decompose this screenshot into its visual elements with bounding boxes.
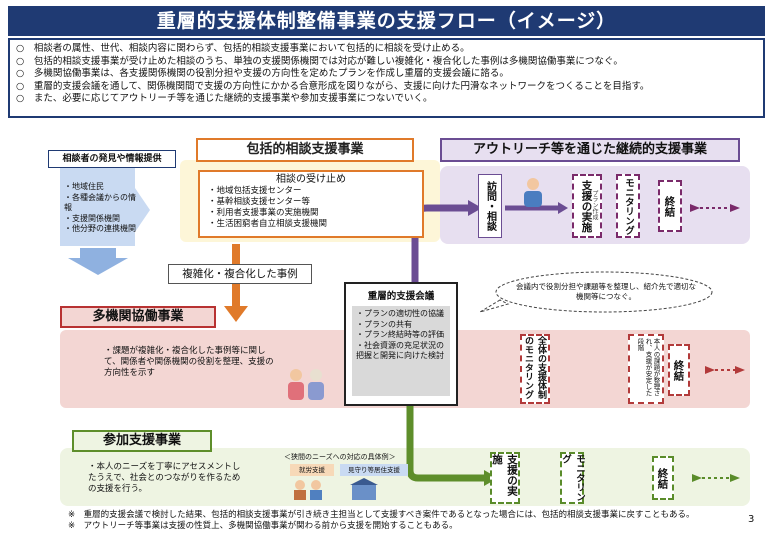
example-job-support: 就労支援	[290, 464, 334, 476]
discovery-arrow	[60, 168, 150, 246]
multi-end: 終結	[668, 344, 690, 396]
participation-monitoring: モニタリング	[560, 452, 585, 504]
outreach-monitoring: モニタリング	[616, 174, 640, 238]
participation-icons	[290, 478, 386, 500]
intro-item: ○ 多機関協働事業は、各支援関係機関の役割分担や支援の方向性を定めたプランを作成…	[16, 68, 509, 80]
list-item: ・生活困窮者自立相談支援機関	[208, 219, 328, 229]
green-line	[406, 402, 486, 482]
inclusive-box-title: 相談の受け止め	[276, 174, 346, 185]
inclusive-title: 包括的相談支援事業	[196, 138, 414, 162]
list-item: ・利用者支援事業の実施機関	[208, 208, 319, 218]
intro-item: ○ また、必要に応じてアウトリーチ等を通じた継続的支援事業や参加支援事業につない…	[16, 93, 433, 105]
page-title: 重層的支援体制整備事業の支援フロー（イメージ）	[8, 6, 765, 36]
participation-title: 参加支援事業	[72, 430, 212, 452]
list-item: ・プランの適切性の協議	[356, 309, 444, 318]
list-item: ・社会資源の充足状況の把握と開発に向けた検討	[356, 340, 444, 361]
participation-end: 終結	[652, 456, 674, 500]
purple-arrow-head	[468, 200, 482, 216]
multi-monitoring: 全体の支援体制のモニタリング	[520, 334, 550, 404]
participation-desc: ・本人のニーズを丁寧にアセスメントしたうえで、社会とのつながりを作るための支援を…	[88, 462, 241, 494]
people-icon	[284, 366, 330, 402]
list-item: ・他分野の連携機関	[64, 224, 136, 233]
meeting-list: ・プランの適切性の協議 ・プランの共有 ・プラン終結時等の評価 ・社会資源の充足…	[352, 306, 450, 396]
meeting-box: 重層的支援会議 ・プランの適切性の協議 ・プランの共有 ・プラン終結時等の評価 …	[344, 282, 458, 406]
intro-item: ○ 相談者の属性、世代、相談内容に関わらず、包括的相談支援事業において包括的に相…	[16, 43, 470, 54]
orange-arrow-head	[224, 306, 248, 322]
outreach-end: 終結	[658, 180, 682, 232]
outreach-visit-consult: 訪問・相談	[478, 174, 502, 238]
intro-box: ○ 相談者の属性、世代、相談内容に関わらず、包括的相談支援事業において包括的に相…	[8, 38, 765, 118]
list-item: ・支援関係機関	[64, 213, 120, 223]
list-item: ・地域包括支援センター	[208, 186, 302, 196]
multi-side-note: 本人の課題が整理され、支援が安定した段階	[628, 334, 664, 404]
page-number: 3	[748, 514, 755, 525]
discovery-list: ・地域住民 ・各種会議からの情報 ・支援関係機関 ・他分野の連携機関	[64, 182, 136, 235]
outreach-title: アウトリーチ等を通じた継続的支援事業	[440, 138, 740, 162]
list-item: ・基幹相談支援センター等	[208, 197, 311, 207]
discovery-title: 相談者の発見や情報提供	[48, 150, 176, 168]
participation-plan-exec: 支援の実施	[490, 452, 520, 504]
list-item: ・地域住民	[64, 182, 104, 191]
list-item: ・プランの共有	[356, 319, 412, 329]
list-item: ・プラン終結時等の評価	[356, 330, 444, 339]
discovery-down-arrow	[68, 248, 128, 275]
inclusive-box: 相談の受け止め ・地域包括支援センター ・基幹相談支援センター等 ・利用者支援事…	[198, 170, 424, 238]
outreach-plan-small: プラン作成	[591, 190, 598, 220]
participation-examples-title: ＜狭間のニーズへの対応の具体例＞	[284, 453, 396, 461]
person-icon	[518, 176, 548, 210]
multi-title: 多機関協働事業	[60, 306, 216, 328]
intro-item: ○ 重層的支援会議を通して、関係機関間で支援の方向性にかかる合意形成を図りながら…	[16, 80, 650, 92]
intro-item: ○ 包括的相談支援事業が受け止めた相談のうち、単独の支援関係機関では対応が難しい…	[16, 55, 623, 67]
note-bubble	[495, 271, 713, 313]
footnote: ※ アウトリーチ等事業は支援の性質上、多機関協働事業が関わる前から支援を開始する…	[68, 521, 458, 531]
meeting-title: 重層的支援会議	[367, 291, 435, 302]
note-bubble-text: 会議内で役割分担や課題等を整理し、紹介先で適切な機関等につなぐ。	[516, 282, 696, 301]
outreach-plan-exec: 支援の実施	[572, 174, 602, 238]
example-housing-support: 見守り等居住支援	[340, 464, 408, 476]
list-item: ・各種会議からの情報	[64, 192, 136, 213]
multi-desc: ・課題が複雑化・複合化した事例等に関して、関係者や関係機関の役割を整理、支援の方…	[104, 346, 274, 378]
complex-label: 複雑化・複合化した事例	[168, 264, 312, 284]
footnote: ※ 重層的支援会議で検討した結果、包括的相談支援事業が引き続き主担当として支援す…	[68, 510, 695, 520]
